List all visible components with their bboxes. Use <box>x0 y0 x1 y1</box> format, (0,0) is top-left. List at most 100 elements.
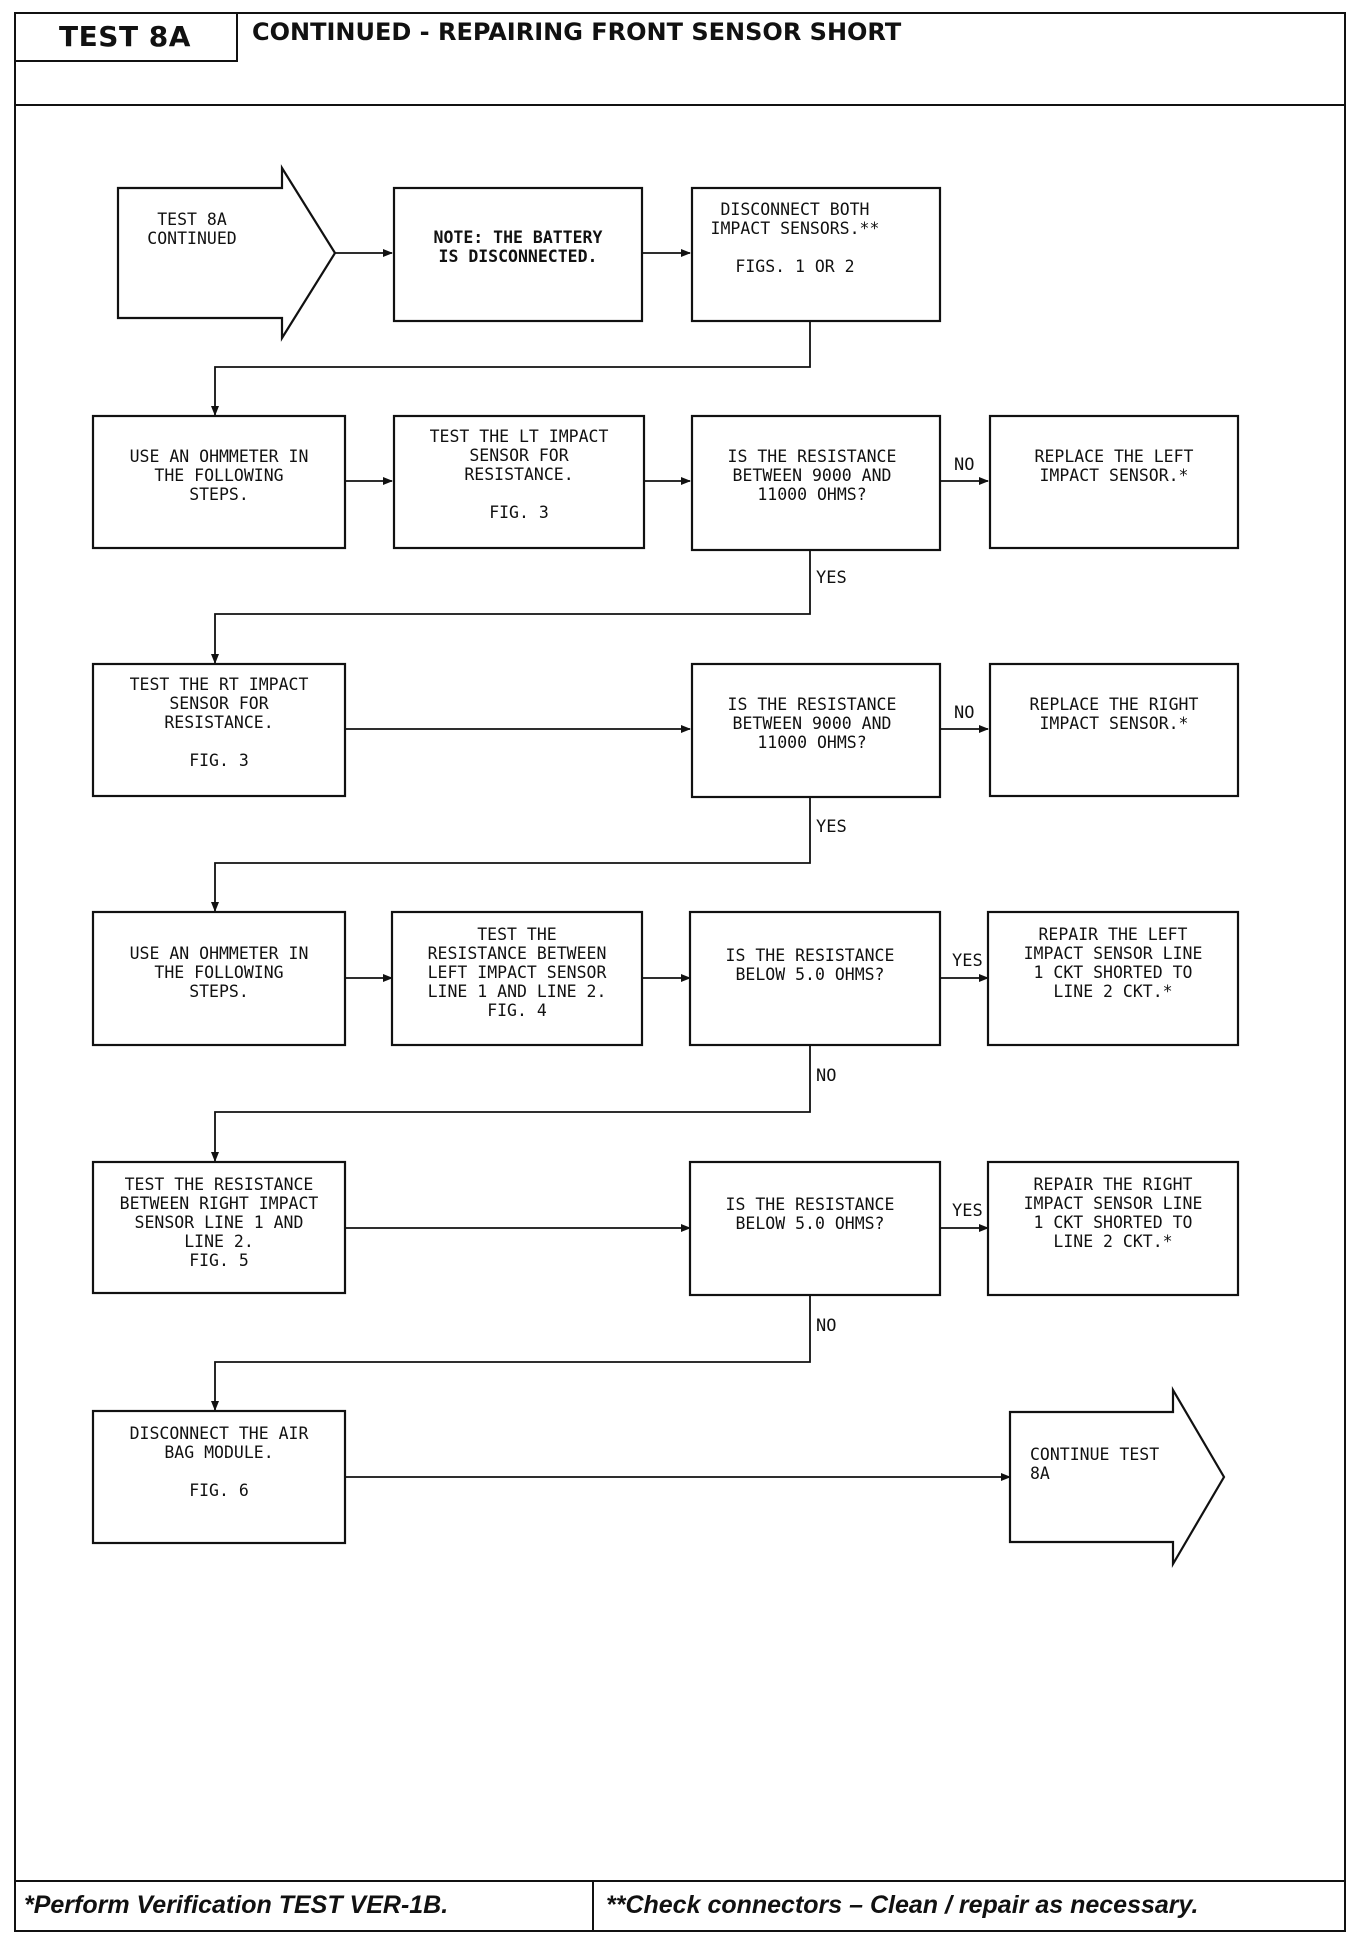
node-text-line: USE AN OHMMETER IN <box>130 447 309 466</box>
node-text-line: SENSOR FOR <box>469 446 568 465</box>
label-no-q3: NO <box>816 1066 836 1086</box>
footnote-connectors: **Check connectors – Clean / repair as n… <box>606 1891 1199 1919</box>
node-text-line: RESISTANCE. <box>464 465 573 484</box>
node-text-line: RESISTANCE BETWEEN <box>428 944 607 963</box>
node-text-line: 11000 OHMS? <box>757 485 866 504</box>
edge-q4-no <box>211 1295 811 1411</box>
node-text-line: FIG. 5 <box>189 1251 249 1270</box>
node-text-line: DISCONNECT BOTH <box>720 200 869 219</box>
node-text-line: IMPACT SENSORS.** <box>711 219 880 238</box>
edge-q2-yes <box>211 797 811 912</box>
node-text-line: THE FOLLOWING <box>154 466 283 485</box>
node-text-line: TEST THE RT IMPACT <box>130 675 309 694</box>
node-text-line: BELOW 5.0 OHMS? <box>735 1214 884 1233</box>
node-text-line: 8A <box>1030 1464 1050 1483</box>
node-text-line: FIG. 4 <box>487 1001 547 1020</box>
node-text-line: BETWEEN RIGHT IMPACT <box>120 1194 319 1213</box>
node-text-line: REPLACE THE RIGHT <box>1030 695 1199 714</box>
node-text-line: IS THE RESISTANCE <box>726 946 895 965</box>
label-no-q4: NO <box>816 1316 836 1336</box>
node-text-line: TEST THE LT IMPACT <box>430 427 609 446</box>
node-text-line: FIG. 3 <box>189 751 249 770</box>
node-text-line: IMPACT SENSOR LINE <box>1024 1194 1203 1213</box>
footer-divider <box>14 1880 1346 1882</box>
node-text-line: REPAIR THE RIGHT <box>1034 1175 1193 1194</box>
page-title: CONTINUED - REPAIRING FRONT SENSOR SHORT <box>252 18 902 46</box>
node-text-line: 11000 OHMS? <box>757 733 866 752</box>
test-label: TEST 8A <box>14 12 238 62</box>
edge-q1-yes <box>211 550 811 664</box>
node-text-line: LEFT IMPACT SENSOR <box>428 963 607 982</box>
edge-labels: NO YES NO YES YES NO YES NO <box>816 455 983 1336</box>
node-text-line: IMPACT SENSOR LINE <box>1024 944 1203 963</box>
node-text-line: SENSOR FOR <box>169 694 268 713</box>
node-text-line: STEPS. <box>189 485 249 504</box>
node-text-line: FIGS. 1 OR 2 <box>735 257 854 276</box>
label-no-q1: NO <box>954 455 974 475</box>
node-text-line: SENSOR LINE 1 AND <box>135 1213 304 1232</box>
node-text-line: IMPACT SENSOR.* <box>1039 714 1188 733</box>
node-text-line: CONTINUED <box>147 229 236 248</box>
edge-disc-ohm1 <box>211 322 811 416</box>
node-text-line: LINE 2 CKT.* <box>1053 1232 1172 1251</box>
node-text-line: STEPS. <box>189 982 249 1001</box>
node-text-line: LINE 2 CKT.* <box>1053 982 1172 1001</box>
node-text-line: TEST THE RESISTANCE <box>125 1175 314 1194</box>
node-text-line: BETWEEN 9000 AND <box>733 714 892 733</box>
node-text-line: IS THE RESISTANCE <box>728 447 897 466</box>
node-text-line: NOTE: THE BATTERY <box>434 228 603 247</box>
node-text-line: IS THE RESISTANCE <box>726 1195 895 1214</box>
node-text-line: TEST THE <box>477 925 556 944</box>
node-text-line: REPLACE THE LEFT <box>1035 447 1194 466</box>
label-yes-q4: YES <box>952 1201 983 1221</box>
node-text-line: LINE 2. <box>184 1232 254 1251</box>
node-text-line: THE FOLLOWING <box>154 963 283 982</box>
node-text-line: RESISTANCE. <box>164 713 273 732</box>
node-text-line: LINE 1 AND LINE 2. <box>428 982 607 1001</box>
node-text-line: 1 CKT SHORTED TO <box>1034 963 1193 982</box>
node-text-line: USE AN OHMMETER IN <box>130 944 309 963</box>
node-text-line: BETWEEN 9000 AND <box>733 466 892 485</box>
node-text-line: IS DISCONNECTED. <box>439 247 598 266</box>
label-no-q2: NO <box>954 703 974 723</box>
node-text-line: BELOW 5.0 OHMS? <box>735 965 884 984</box>
node-text-line: CONTINUE TEST <box>1030 1445 1159 1464</box>
label-yes-q1: YES <box>816 568 847 588</box>
node-text-line: DISCONNECT THE AIR <box>130 1424 309 1443</box>
